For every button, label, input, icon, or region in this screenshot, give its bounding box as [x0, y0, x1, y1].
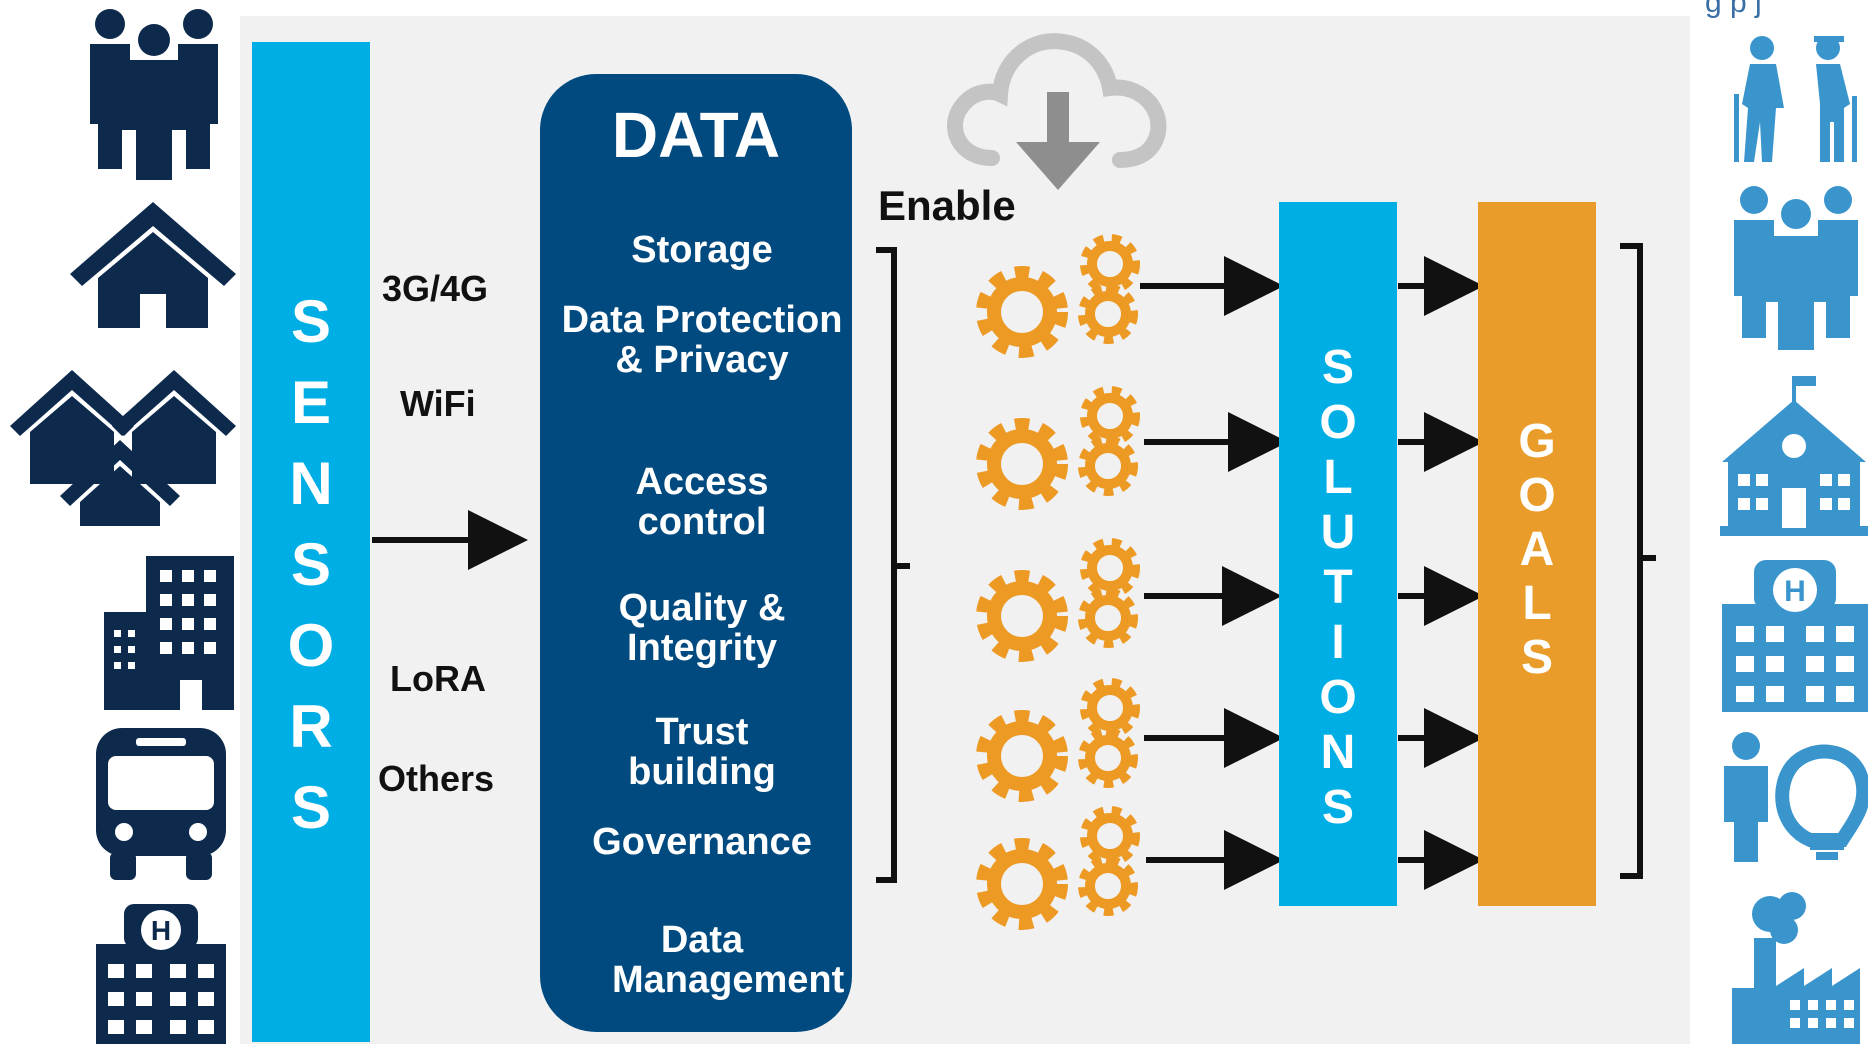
data-item-protection-privacy: Data Protection & Privacy — [561, 299, 843, 381]
data-item-access-control: Access control — [635, 461, 769, 543]
gear-cluster-icon — [988, 394, 1132, 498]
goals-letter: O — [1518, 469, 1556, 522]
houses-icon — [10, 370, 236, 526]
solutions-letter: T — [1323, 561, 1353, 614]
data-item-quality-integrity: Quality & Integrity — [618, 587, 786, 669]
solutions-letter: S — [1321, 781, 1354, 834]
enable-label: Enable — [878, 182, 1016, 229]
goals-bar — [1478, 202, 1596, 906]
connectivity-others: Others — [378, 758, 495, 799]
sensors-letter: S — [290, 288, 332, 355]
school-icon — [1720, 376, 1868, 536]
goals-label: G O A L S — [1478, 418, 1596, 682]
gear-cluster-icon — [988, 546, 1132, 650]
sensors-letter: S — [290, 774, 332, 841]
solutions-bar — [1279, 202, 1397, 906]
gear-cluster-icon — [988, 686, 1132, 790]
house-icon — [70, 202, 236, 328]
bracket-goals-right — [1620, 243, 1656, 879]
hospital-icon: H — [1722, 560, 1868, 712]
sensors-bar — [252, 42, 370, 1042]
cloud-download-icon — [947, 33, 1167, 190]
sensors-letter: R — [289, 693, 333, 760]
solutions-label: S O L U T I O N S — [1279, 344, 1397, 832]
goals-letter: L — [1522, 577, 1552, 630]
solutions-letter: O — [1319, 396, 1357, 449]
solutions-letter: O — [1319, 671, 1357, 724]
goals-letter: A — [1519, 523, 1555, 576]
solutions-letter: I — [1331, 616, 1345, 669]
people-icon — [90, 9, 218, 180]
data-box — [540, 74, 852, 1032]
connectivity-lora: LoRA — [390, 658, 486, 699]
goals-letter: S — [1520, 631, 1553, 684]
people-icon — [1734, 186, 1858, 350]
sensors-letter: N — [289, 450, 333, 517]
hospital-icon: H — [96, 904, 226, 1044]
data-item-trust-building: Trust building — [628, 711, 776, 793]
solutions-letter: N — [1320, 726, 1356, 779]
svg-text:H: H — [151, 915, 171, 946]
connectivity-wifi: WiFi — [400, 383, 476, 424]
svg-text:H: H — [1784, 575, 1806, 608]
office-building-icon — [104, 556, 234, 710]
data-item-data-management: Data Management — [612, 919, 845, 1001]
factory-icon — [1732, 892, 1860, 1044]
elderly-people-icon — [1734, 36, 1857, 162]
data-item-storage: Storage — [631, 229, 773, 271]
sensors-label: S E N S O R S — [252, 292, 370, 838]
sensors-letter: O — [287, 612, 335, 679]
data-title: DATA — [611, 99, 781, 171]
connectivity-3g4g: 3G/4G — [382, 268, 489, 309]
corner-text-fragment: g p j — [1705, 0, 1762, 19]
sensors-letter: E — [290, 369, 332, 436]
solutions-letter: U — [1320, 506, 1356, 559]
goals-letter: G — [1518, 415, 1556, 468]
bracket-data-left — [876, 247, 910, 883]
gear-cluster-icon — [988, 242, 1132, 346]
gear-cluster-icon — [988, 814, 1132, 918]
bus-icon — [96, 728, 226, 880]
sensors-letter: S — [290, 531, 332, 598]
solutions-letter: L — [1323, 451, 1353, 504]
solutions-letter: S — [1321, 341, 1354, 394]
person-lightbulb-icon — [1724, 732, 1868, 862]
data-item-governance: Governance — [592, 821, 812, 863]
